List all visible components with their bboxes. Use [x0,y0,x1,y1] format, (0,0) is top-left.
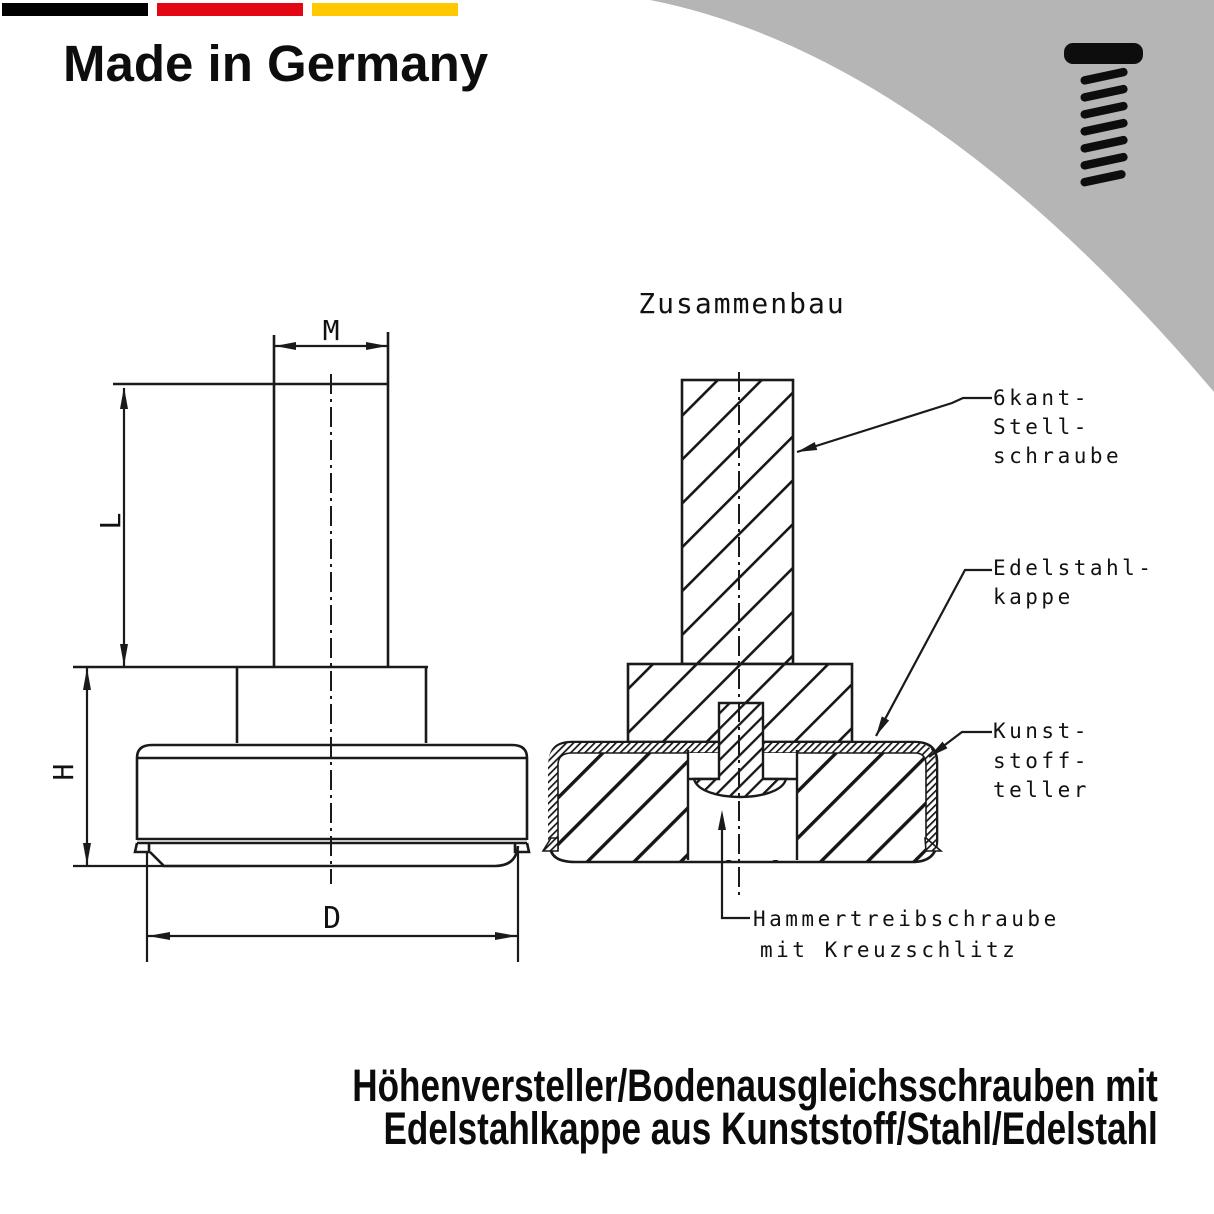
label-hammer-1: Hammertreibschraube [753,907,1060,931]
arrowhead [275,342,296,350]
arrowhead [495,932,517,940]
dim-label-h: H [47,764,80,781]
assembly-labels: 6kant- Stell- schraube Edelstahl- kappe … [753,386,1154,962]
arrowhead [929,741,948,757]
cap-foot-right [924,837,944,852]
set-screw-shank [680,378,795,666]
leader-plate [928,730,992,758]
dimension-d [145,850,520,962]
leader-hammer-screw [718,810,750,920]
label-cap-2: kappe [993,585,1074,609]
arrowhead [366,342,387,350]
arrowhead [83,668,91,690]
made-in-germany-title: Made in Germany [63,35,489,92]
arrowhead [120,387,128,409]
screw-icon [1064,43,1143,187]
label-set-screw-1: 6kant- [993,386,1090,410]
label-hammer-2: mit Kreuzschlitz [760,938,1018,962]
dimension-h [73,668,240,868]
label-set-screw-3: schraube [993,444,1122,468]
cap-foot-left [541,837,559,852]
leader-set-screw [796,396,992,454]
left-drawing: M L H D [47,314,531,962]
screw-head [1064,43,1143,64]
dimension-m [274,342,388,350]
dim-label-m: M [323,314,340,347]
assembly-title: Zusammenbau [638,287,845,320]
dim-label-l: L [94,513,127,530]
arrowhead [876,716,890,736]
leader-cap [875,568,992,737]
arrowhead [83,843,91,865]
label-plate-1: Kunst- [993,719,1090,743]
product-caption: Höhenversteller/Bodenausgleichsschrauben… [125,1060,1159,1154]
arrowhead [120,644,128,666]
caption-line-1: Höhenversteller/Bodenausgleichsschrauben… [352,1060,1158,1111]
label-plate-2: stoff- [993,749,1090,773]
flag-stripe-gold [312,3,458,16]
screw-threads [1080,67,1128,187]
flag-stripe-black [2,3,148,16]
rod-outline [113,332,390,667]
label-plate-3: teller [993,778,1090,802]
assembly-drawing: Zusammenbau [541,287,1154,962]
gray-corner-shape [650,0,1214,392]
hex-flange-outline [73,665,428,743]
label-set-screw-2: Stell- [993,415,1090,439]
arrowhead [797,442,818,452]
dimension-l [120,387,128,666]
flag-stripe-red [157,3,303,16]
caption-line-2: Edelstahlkappe aus Kunststoff/Stahl/Edel… [383,1103,1159,1154]
dim-label-d: D [323,901,341,936]
label-cap-1: Edelstahl- [993,556,1154,580]
arrowhead [718,810,726,830]
arrowhead [148,932,170,940]
